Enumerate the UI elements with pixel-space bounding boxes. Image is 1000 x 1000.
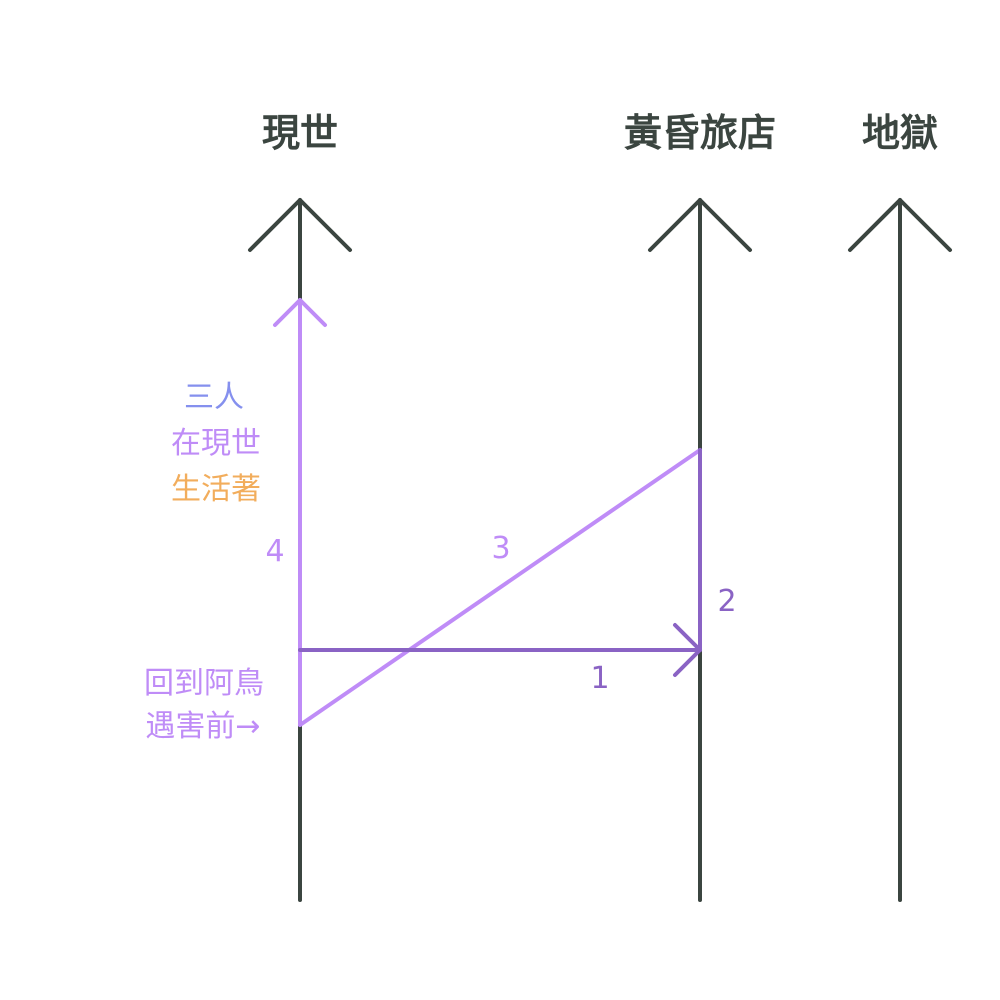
annotation-living: 生活著 <box>171 472 261 507</box>
annotation-back-to: 回到阿鳥 <box>144 666 264 701</box>
heading-present-world: 現世 <box>262 111 338 155</box>
axis-twilight-inn-arrowhead <box>648 198 752 252</box>
step1-label: 1 <box>590 661 609 696</box>
path-step4-arrowhead <box>273 298 327 327</box>
heading-twilight-inn: 黃昏旅店 <box>624 111 776 155</box>
step2-label: 2 <box>717 584 736 619</box>
annotation-three-people: 三人 <box>184 380 244 415</box>
axis-present-world-arrowhead <box>248 198 352 252</box>
step4-label: 4 <box>265 534 284 569</box>
annotation-in-present-world: 在現世 <box>171 426 261 461</box>
step3-label: 3 <box>491 531 510 566</box>
path-step3-line <box>298 448 702 727</box>
annotation-before-harm: 遇害前→ <box>145 709 260 744</box>
axis-hell-arrowhead <box>848 198 952 252</box>
heading-hell: 地獄 <box>862 111 938 155</box>
